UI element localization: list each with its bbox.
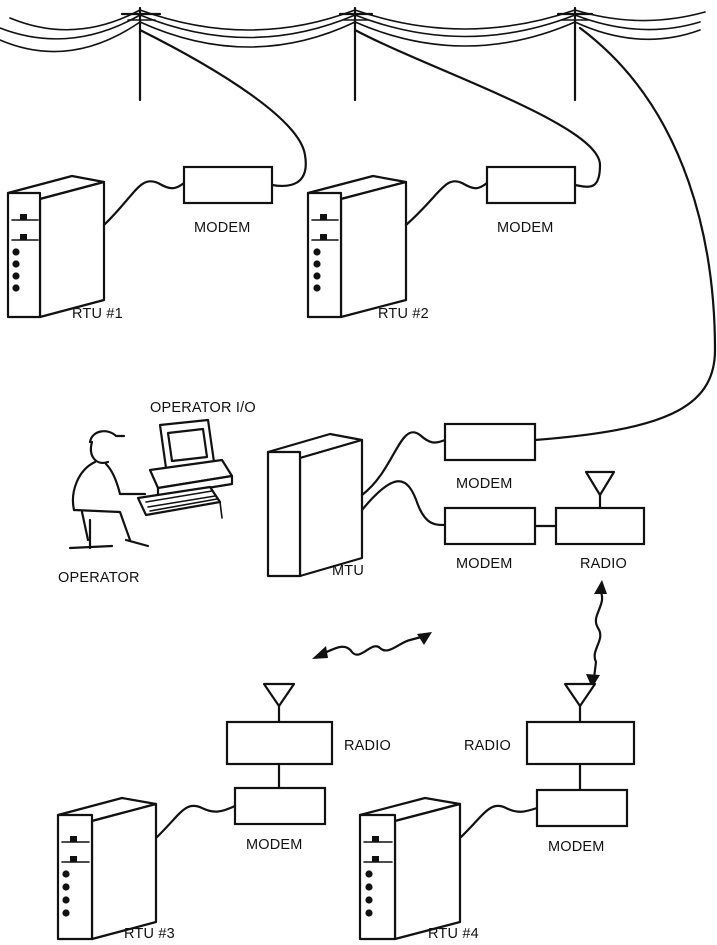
- pole2-to-modem2-line: [353, 28, 602, 188]
- rtu-3-label: RTU #3: [124, 926, 175, 942]
- mtu-modem-top: [443, 422, 537, 462]
- rtu-4-label: RTU #4: [428, 926, 479, 942]
- rtu4-to-modem4-line: [458, 804, 539, 840]
- pole3-to-mtu-modem-line: [533, 26, 717, 442]
- mtu-radio: [554, 506, 646, 546]
- modem-4-label: MODEM: [548, 839, 605, 855]
- modem-3: [233, 786, 327, 826]
- utility-pole-2: [338, 6, 374, 102]
- pole1-to-modem1-line: [138, 28, 307, 187]
- mtu-modem-bottom-label: MODEM: [456, 556, 513, 572]
- radio-4-antenna-icon: [563, 682, 597, 724]
- mtu-radio-antenna-icon: [584, 470, 616, 510]
- rtu-3-cabinet: [56, 796, 158, 941]
- radio-link-arrow-horizontal: [312, 632, 432, 659]
- modem-4: [535, 788, 629, 828]
- radio-4: [525, 720, 636, 766]
- power-lines: [0, 9, 706, 53]
- rtu1-to-modem1-line: [102, 180, 186, 227]
- operator-workstation-icon: [136, 418, 234, 519]
- rtu-2-cabinet: [306, 174, 408, 319]
- modem-1-label: MODEM: [194, 220, 251, 236]
- modem-3-label: MODEM: [246, 837, 303, 853]
- mtu-modem-bottom: [443, 506, 537, 546]
- rtu-2-label: RTU #2: [378, 306, 429, 322]
- radio-3-label: RADIO: [344, 738, 391, 754]
- utility-pole-3: [556, 6, 594, 102]
- modem-2-label: MODEM: [497, 220, 554, 236]
- rtu3-to-modem3-line: [154, 804, 237, 840]
- operator-io-label: OPERATOR I/O: [150, 400, 256, 416]
- rtu-1-label: RTU #1: [72, 306, 123, 322]
- mtu-to-top-modem-line: [360, 431, 447, 497]
- radio-4-label: RADIO: [464, 738, 511, 754]
- radio-link-arrow-vertical: [586, 580, 607, 688]
- rtu-4-cabinet: [358, 796, 462, 941]
- operator-figure: [68, 430, 150, 550]
- operator-label: OPERATOR: [58, 570, 140, 586]
- mtu-radio-label: RADIO: [580, 556, 627, 572]
- mtu-cabinet: [266, 432, 364, 578]
- utility-pole-1: [120, 6, 162, 102]
- modem-2: [485, 165, 577, 205]
- mtu-to-bottom-modem-line: [360, 480, 447, 527]
- radio-3: [225, 720, 334, 766]
- mtu-label: MTU: [332, 563, 364, 579]
- rtu-1-cabinet: [6, 174, 106, 319]
- rtu2-to-modem2-line: [404, 180, 489, 227]
- mtu-modem-top-label: MODEM: [456, 476, 513, 492]
- modem-1: [182, 165, 274, 205]
- radio-3-antenna-icon: [262, 682, 296, 724]
